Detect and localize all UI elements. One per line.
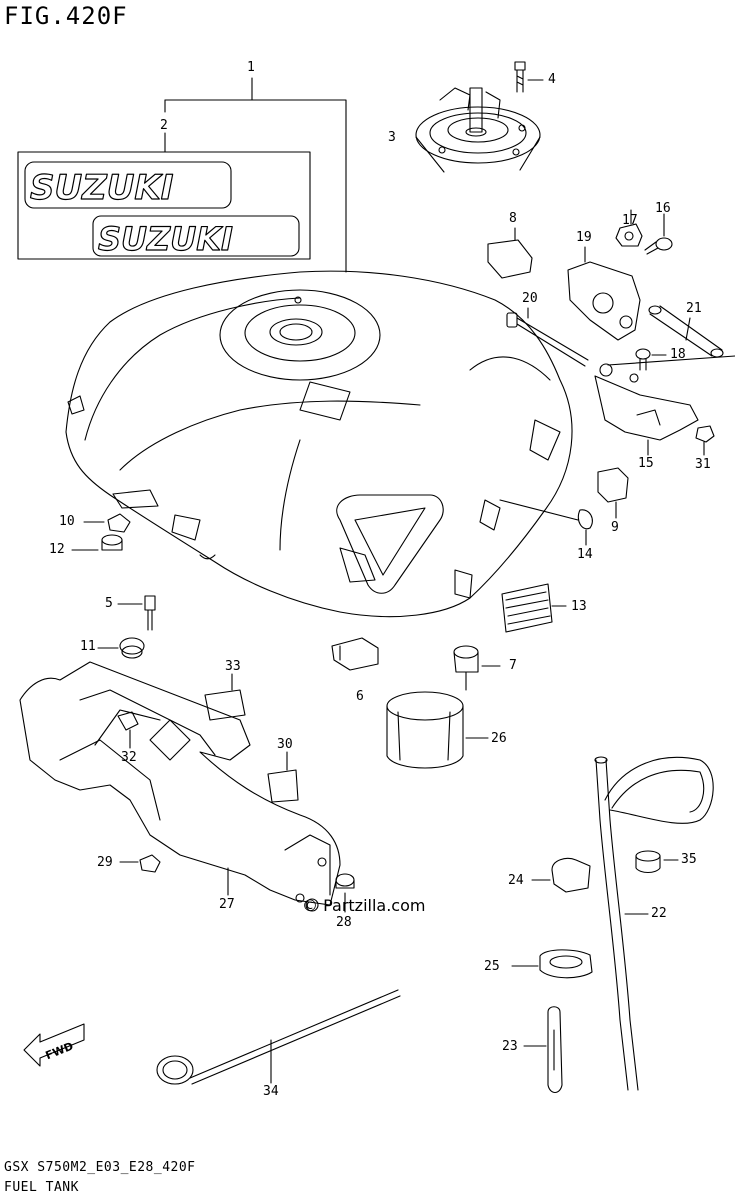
callout-20: 20 <box>522 291 538 306</box>
callout-31: 31 <box>695 457 711 472</box>
bolt-20 <box>507 308 588 366</box>
callout-21: 21 <box>686 301 702 316</box>
suzuki-decal-set: SUZUKI SUZUKI <box>18 152 310 259</box>
band-26 <box>387 692 488 768</box>
callout-28: 28 <box>336 915 352 930</box>
bracket-15 <box>595 356 735 455</box>
callout-11: 11 <box>80 639 96 654</box>
nut-29 <box>120 855 160 872</box>
fuel-tank <box>66 271 572 616</box>
figure-title: FIG.420F <box>4 2 128 30</box>
callout-17: 17 <box>622 213 638 228</box>
suzuki-decal-lower: SUZUKI <box>93 216 299 259</box>
clamp-24 <box>532 858 590 892</box>
holder-23 <box>524 1007 562 1093</box>
diagram-code: GSX S750M2_E03_E28_420F <box>4 1160 196 1175</box>
cushion-9 <box>598 468 628 518</box>
callout-26: 26 <box>491 731 507 746</box>
nut-10 <box>84 514 130 532</box>
bolt-5 <box>118 596 155 630</box>
callout-24: 24 <box>508 873 524 888</box>
callout-5: 5 <box>105 596 113 611</box>
clip-14 <box>500 500 592 545</box>
callout-34: 34 <box>263 1084 279 1099</box>
callout-1: 1 <box>247 60 255 75</box>
collar-12 <box>72 535 122 550</box>
nut-17 <box>616 210 642 246</box>
callout-6: 6 <box>356 689 364 704</box>
bolt-28 <box>336 874 354 912</box>
hose-22 <box>595 757 713 1090</box>
grommet-11 <box>98 638 144 658</box>
pipe-21 <box>649 306 723 357</box>
callout-3: 3 <box>388 130 396 145</box>
tape-30 <box>268 752 298 802</box>
sheet-13 <box>502 584 566 632</box>
fuel-cap <box>416 88 540 172</box>
nut-31 <box>696 426 714 455</box>
callout-23: 23 <box>502 1039 518 1054</box>
callout-8: 8 <box>509 211 517 226</box>
callout-25: 25 <box>484 959 500 974</box>
tray-27 <box>20 662 340 905</box>
watermark-ring <box>306 899 318 911</box>
cushion-32 <box>118 712 138 748</box>
callout-14: 14 <box>577 547 593 562</box>
cushion-6 <box>332 638 378 670</box>
bracket-19 <box>568 247 640 340</box>
callout-12: 12 <box>49 542 65 557</box>
callout-15: 15 <box>638 456 654 471</box>
cushion-35 <box>636 851 678 873</box>
callout-33: 33 <box>225 659 241 674</box>
callout-2: 2 <box>160 118 168 133</box>
tape-33 <box>205 674 245 720</box>
rod-34 <box>157 990 400 1084</box>
suzuki-decal-upper: SUZUKI <box>25 162 231 209</box>
callout-9: 9 <box>611 520 619 535</box>
bolt-18 <box>636 349 666 370</box>
clamp-25 <box>512 950 592 978</box>
callout-4: 4 <box>548 72 556 87</box>
callout-16: 16 <box>655 201 671 216</box>
fuel-cap-bolt <box>515 62 543 92</box>
callout-30: 30 <box>277 737 293 752</box>
watermark-text: © Partzilla.com <box>302 896 426 915</box>
decal-lower-lettering: SUZUKI <box>98 220 233 258</box>
callout-29: 29 <box>97 855 113 870</box>
callout-22: 22 <box>651 906 667 921</box>
callout-18: 18 <box>670 347 686 362</box>
cushion-8 <box>488 228 532 278</box>
callout-10: 10 <box>59 514 75 529</box>
callout-13: 13 <box>571 599 587 614</box>
callout-bracket-1 <box>165 78 346 272</box>
callout-27: 27 <box>219 897 235 912</box>
callout-19: 19 <box>576 230 592 245</box>
cushion-7 <box>454 646 500 690</box>
fwd-arrow-icon: FWD <box>24 1024 84 1066</box>
callout-35: 35 <box>681 852 697 867</box>
callout-32: 32 <box>121 750 137 765</box>
bolt-16 <box>645 214 672 254</box>
decal-upper-lettering: SUZUKI <box>30 168 173 208</box>
diagram-name: FUEL TANK <box>4 1180 79 1195</box>
callout-7: 7 <box>509 658 517 673</box>
